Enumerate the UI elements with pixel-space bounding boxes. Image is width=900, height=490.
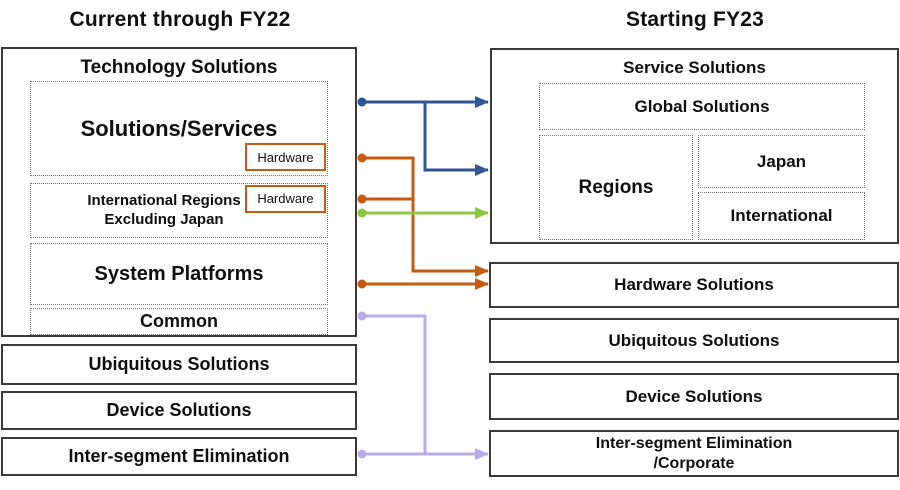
global-solutions-label: Global Solutions bbox=[634, 96, 770, 116]
japan-label: Japan bbox=[756, 151, 807, 171]
title-current-fy22: Current through FY22 bbox=[69, 8, 291, 31]
global-solutions-box: Global Solutions bbox=[539, 83, 865, 130]
international-regions-line1: International Regions bbox=[87, 191, 241, 209]
hardware-tag-label: Hardware bbox=[257, 149, 314, 165]
ubiquitous-solutions-right-label: Ubiquitous Solutions bbox=[608, 330, 780, 350]
regions-box: Regions bbox=[539, 135, 693, 240]
ubiquitous-solutions-left-box: Ubiquitous Solutions bbox=[1, 344, 357, 385]
intersegment-corporate-box: Inter-segment Elimination /Corporate bbox=[489, 430, 899, 477]
regions-label: Regions bbox=[578, 176, 654, 198]
intersegment-elimination-left-label: Inter-segment Elimination bbox=[68, 446, 290, 466]
common-box: Common bbox=[30, 308, 328, 335]
intersegment-corporate-line2: /Corporate bbox=[653, 454, 735, 472]
ubiquitous-solutions-right-box: Ubiquitous Solutions bbox=[489, 318, 899, 363]
international-regions-label: International Regions Excluding Japan bbox=[87, 192, 240, 230]
hardware-tag-solutions-services: Hardware bbox=[245, 143, 326, 171]
service-solutions-label: Service Solutions bbox=[623, 58, 766, 77]
solutions-services-box: Solutions/Services Hardware bbox=[30, 81, 328, 176]
device-solutions-left-box: Device Solutions bbox=[1, 391, 357, 430]
international-regions-box: International Regions Excluding Japan Ha… bbox=[30, 183, 328, 238]
international-box: International bbox=[698, 192, 865, 240]
international-label: International bbox=[730, 206, 833, 225]
device-solutions-right-box: Device Solutions bbox=[489, 373, 899, 420]
hardware-solutions-label: Hardware Solutions bbox=[614, 275, 774, 294]
system-platforms-box: System Platforms bbox=[30, 243, 328, 305]
technology-solutions-label: Technology Solutions bbox=[80, 57, 278, 78]
japan-box: Japan bbox=[698, 135, 865, 188]
intersegment-corporate-line1: Inter-segment Elimination bbox=[595, 434, 793, 452]
solutions-services-label: Solutions/Services bbox=[80, 115, 278, 141]
hardware-tag-label: Hardware bbox=[257, 190, 314, 206]
common-label: Common bbox=[140, 311, 218, 331]
title-starting-fy23: Starting FY23 bbox=[626, 8, 764, 31]
device-solutions-right-label: Device Solutions bbox=[625, 386, 763, 406]
intersegment-elimination-left-box: Inter-segment Elimination bbox=[1, 437, 357, 476]
international-regions-line2: Excluding Japan bbox=[104, 210, 224, 228]
hardware-solutions-box: Hardware Solutions bbox=[489, 262, 899, 308]
service-solutions-box: Service Solutions Global Solutions Regio… bbox=[490, 48, 899, 244]
technology-solutions-box: Technology Solutions Solutions/Services … bbox=[1, 47, 357, 337]
device-solutions-left-label: Device Solutions bbox=[106, 400, 252, 420]
ubiquitous-solutions-left-label: Ubiquitous Solutions bbox=[88, 354, 270, 374]
system-platforms-label: System Platforms bbox=[94, 262, 264, 285]
intersegment-corporate-label: Inter-segment Elimination /Corporate bbox=[596, 434, 792, 474]
hardware-tag-international-regions: Hardware bbox=[245, 185, 326, 213]
